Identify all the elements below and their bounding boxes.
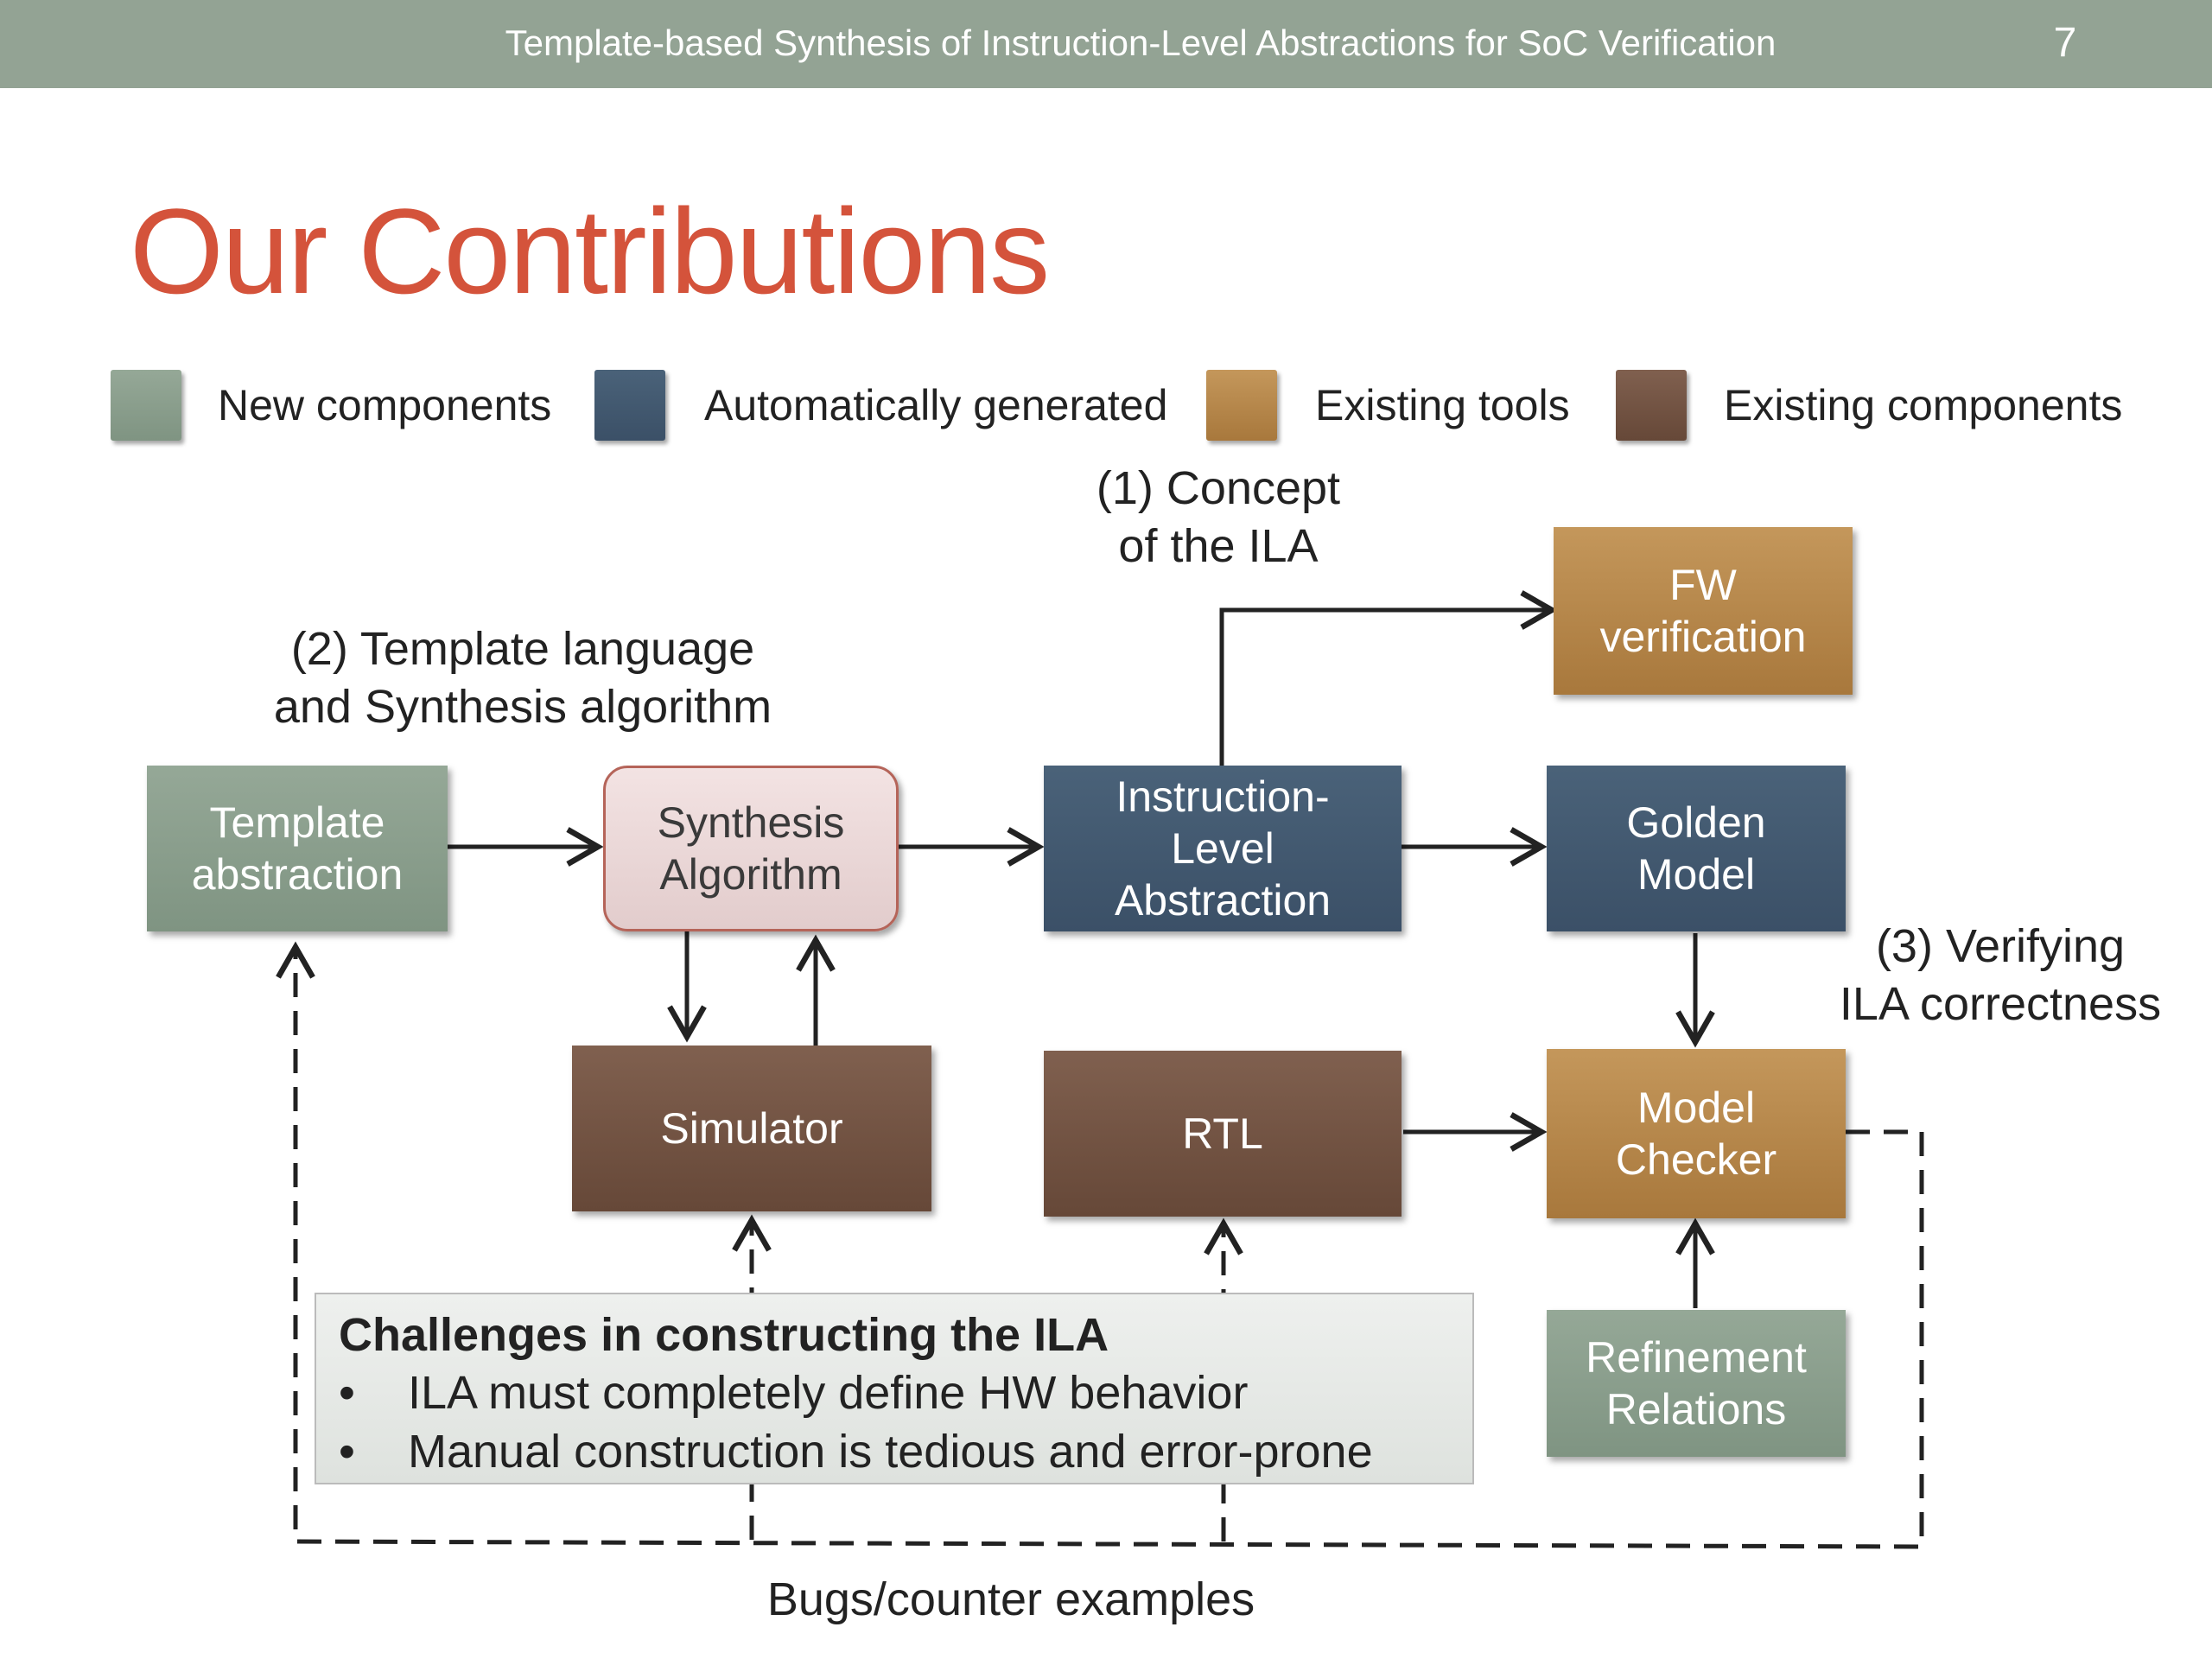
legend-swatch-existing-components (1616, 370, 1687, 441)
node-synthesis-line2: Algorithm (659, 850, 842, 899)
node-golden-line2: Model (1637, 850, 1756, 899)
node-golden-model: Golden Model (1547, 766, 1846, 931)
legend-label-automatically-generated: Automatically generated (704, 381, 1168, 429)
node-ila-line3: Abstraction (1114, 876, 1332, 925)
node-simulator: Simulator (572, 1046, 931, 1211)
node-ila-line1: Instruction- (1116, 772, 1330, 821)
annotation-bugs-counter-examples: Bugs/counter examples (766, 1573, 1255, 1625)
challenge-item-text: ILA must completely define HW behavior (408, 1367, 1249, 1419)
challenge-item: • Manual construction is tedious and err… (339, 1422, 1450, 1481)
legend-label-existing-components: Existing components (1724, 381, 2123, 429)
node-refinement-line2: Relations (1605, 1385, 1787, 1433)
annotation-concept-line1: (1) Concept (1096, 462, 1341, 514)
bullet-icon: • (339, 1426, 355, 1478)
node-checker-line2: Checker (1615, 1135, 1777, 1184)
challenges-box: Challenges in constructing the ILA • ILA… (315, 1293, 1474, 1484)
node-fw-verification: FW verification (1554, 527, 1853, 695)
legend-swatch-automatically-generated (594, 370, 665, 441)
challenge-item-text: Manual construction is tedious and error… (408, 1426, 1373, 1478)
node-fw-line1: FW (1669, 561, 1737, 609)
node-checker-line1: Model (1637, 1084, 1756, 1132)
node-template-line2: abstraction (191, 850, 404, 899)
presentation-title: Template-based Synthesis of Instruction-… (505, 22, 1777, 63)
node-rtl: RTL (1044, 1051, 1402, 1217)
annotation-verify-line2: ILA correctness (1839, 978, 2162, 1030)
legend-swatch-new-components (111, 370, 181, 441)
challenges-title: Challenges in constructing the ILA (339, 1309, 1109, 1361)
legend-swatch-existing-tools (1206, 370, 1277, 441)
node-golden-line1: Golden (1626, 798, 1766, 847)
node-rtl-label: RTL (1182, 1109, 1263, 1158)
node-template-abstraction: Template abstraction (147, 766, 448, 931)
node-fw-line2: verification (1599, 613, 1807, 661)
annotation-template-language: (2) Template language and Synthesis algo… (242, 620, 804, 736)
dashed-feedback-to-template (276, 941, 1924, 1549)
bullet-icon: • (339, 1367, 355, 1419)
node-simulator-label: Simulator (660, 1104, 843, 1153)
annotation-verifying: (3) Verifying ILA correctness (1815, 918, 2186, 1033)
node-template-line1: Template (209, 798, 385, 847)
annotation-template-line2: and Synthesis algorithm (273, 681, 772, 733)
legend-label-existing-tools: Existing tools (1315, 381, 1570, 429)
challenge-item: • ILA must completely define HW behavior (339, 1363, 1450, 1422)
header-bar: Template-based Synthesis of Instruction-… (0, 0, 2212, 88)
arrow-ila-to-fw-verification (1219, 590, 1558, 766)
node-ila-line2: Level (1171, 824, 1274, 873)
slide-number: 7 (2053, 20, 2077, 66)
annotation-verify-line1: (3) Verifying (1875, 920, 2126, 972)
node-model-checker: Model Checker (1547, 1049, 1846, 1218)
slide-title: Our Contributions (130, 183, 1050, 319)
annotation-template-line1: (2) Template language (290, 623, 755, 675)
node-instruction-level-abstraction: Instruction- Level Abstraction (1044, 766, 1402, 931)
node-synthesis-algorithm: Synthesis Algorithm (603, 766, 899, 931)
node-synthesis-line1: Synthesis (657, 798, 845, 847)
annotation-concept-line2: of the ILA (1118, 520, 1319, 572)
annotation-concept: (1) Concept of the ILA (1054, 460, 1382, 575)
node-refinement-relations: Refinement Relations (1547, 1310, 1846, 1457)
node-refinement-line1: Refinement (1586, 1333, 1807, 1382)
legend-label-new-components: New components (218, 381, 552, 429)
